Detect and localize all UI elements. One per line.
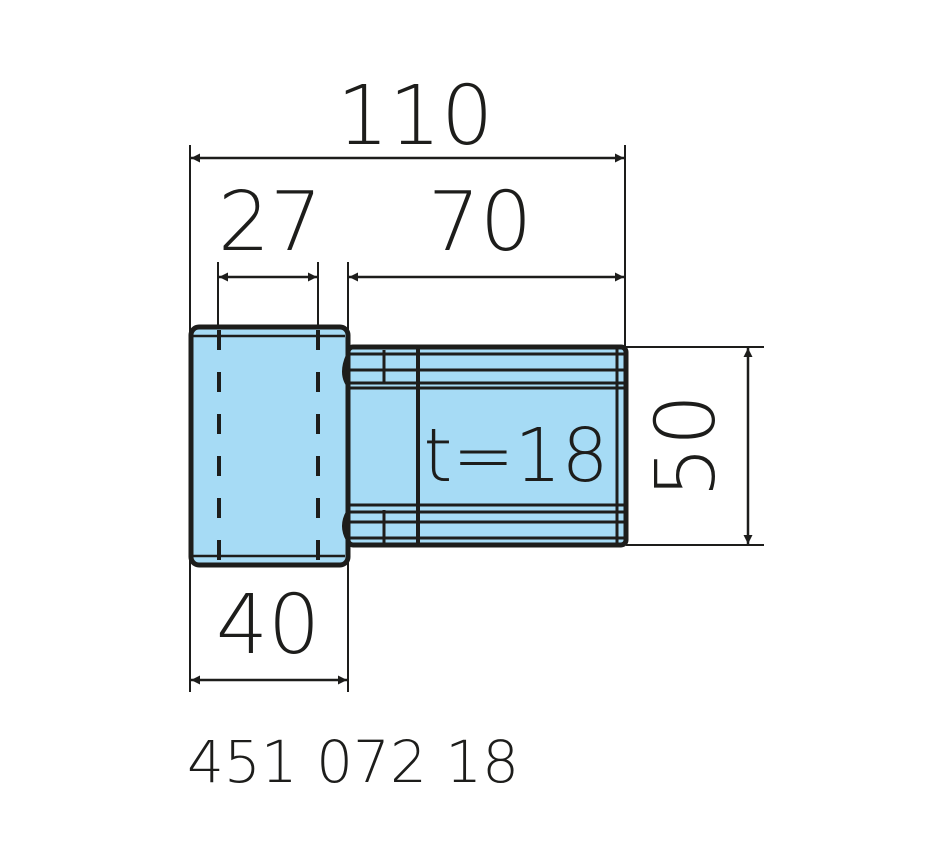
dimension-40: 40 (216, 578, 320, 673)
dimension-110: 110 (337, 69, 494, 164)
part-head (188, 324, 351, 568)
part-number: 451 072 18 (187, 728, 519, 796)
dimension-50: 50 (639, 394, 734, 498)
thickness-label: t=18 (423, 413, 608, 499)
dimension-lines (191, 153, 753, 685)
part-shaft: t=18 (342, 344, 629, 548)
dimension-27: 27 (218, 175, 322, 270)
dimension-70: 70 (428, 175, 532, 270)
